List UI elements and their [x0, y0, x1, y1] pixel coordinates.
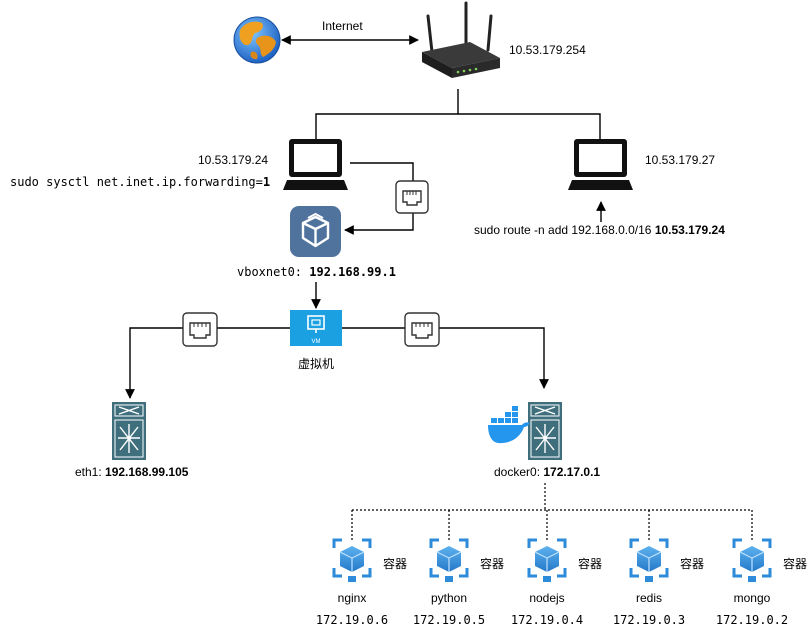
vboxnet0-label: vboxnet0: 192.168.99.1 — [237, 265, 396, 279]
left-host-command: sudo sysctl net.inet.ip.forwarding=1 — [10, 175, 270, 189]
container-ip: 172.19.0.5 — [413, 613, 485, 627]
left-host-command-text: sudo sysctl net.inet.ip.forwarding= — [10, 175, 263, 189]
lan-bus — [315, 113, 601, 139]
vm-to-docker0-link — [342, 327, 549, 389]
ethernet-port-icon — [395, 180, 429, 214]
eth1-label: eth1: 192.168.99.105 — [75, 465, 189, 479]
ethernet-port-icon — [182, 312, 218, 347]
vm-badge: VM — [312, 339, 321, 345]
container-tag: 容器 — [783, 556, 807, 571]
container-name: nginx — [338, 591, 367, 605]
docker0-prefix: docker0: — [494, 465, 543, 479]
right-host-command-value: 10.53.179.24 — [655, 223, 725, 237]
container-tag: 容器 — [578, 556, 602, 571]
container-tag: 容器 — [680, 556, 704, 571]
container-tag: 容器 — [383, 556, 407, 571]
laptop-icon — [283, 139, 348, 190]
container-icon — [629, 538, 669, 582]
vboxnet0-prefix: vboxnet0: — [237, 265, 309, 279]
container-name: nodejs — [529, 591, 564, 605]
switch-icon — [528, 402, 562, 460]
eth1-ip: 192.168.99.105 — [105, 465, 189, 479]
container-icon — [332, 538, 372, 582]
internet-label: Internet — [322, 19, 363, 33]
container-name: redis — [636, 591, 662, 605]
ethernet-port-icon — [404, 312, 440, 347]
container-ip: 172.19.0.6 — [316, 613, 388, 627]
left-host-command-value: 1 — [263, 175, 270, 189]
eth1-prefix: eth1: — [75, 465, 105, 479]
docker-whale-icon — [488, 406, 530, 444]
right-host-ip: 10.53.179.27 — [645, 153, 715, 167]
switch-icon — [112, 402, 146, 460]
vm-label: 虚拟机 — [298, 357, 334, 371]
globe-icon — [233, 16, 281, 64]
laptop-icon — [568, 139, 633, 190]
container-ip: 172.19.0.2 — [716, 613, 788, 627]
right-host-command-text: sudo route -n add 192.168.0.0/16 — [474, 223, 655, 237]
connections — [125, 35, 753, 540]
container-ip: 172.19.0.3 — [613, 613, 685, 627]
vm-icon — [290, 310, 342, 346]
virtualbox-icon — [290, 206, 341, 257]
router-ip: 10.53.179.254 — [509, 43, 586, 57]
container-tag: 容器 — [480, 556, 504, 571]
left-host-ip: 10.53.179.24 — [198, 153, 268, 167]
router-icon — [422, 1, 500, 78]
container-name: python — [431, 591, 467, 605]
container-icon — [527, 538, 567, 582]
container-icon — [732, 538, 772, 582]
docker0-label: docker0: 172.17.0.1 — [494, 465, 600, 479]
vm-to-eth1-link — [125, 327, 290, 399]
container-ip: 172.19.0.4 — [511, 613, 583, 627]
vboxnet0-ip: 192.168.99.1 — [309, 265, 396, 279]
container-name: mongo — [734, 591, 771, 605]
right-host-command: sudo route -n add 192.168.0.0/16 10.53.1… — [474, 223, 725, 237]
docker0-ip: 172.17.0.1 — [543, 465, 600, 479]
container-icon — [429, 538, 469, 582]
